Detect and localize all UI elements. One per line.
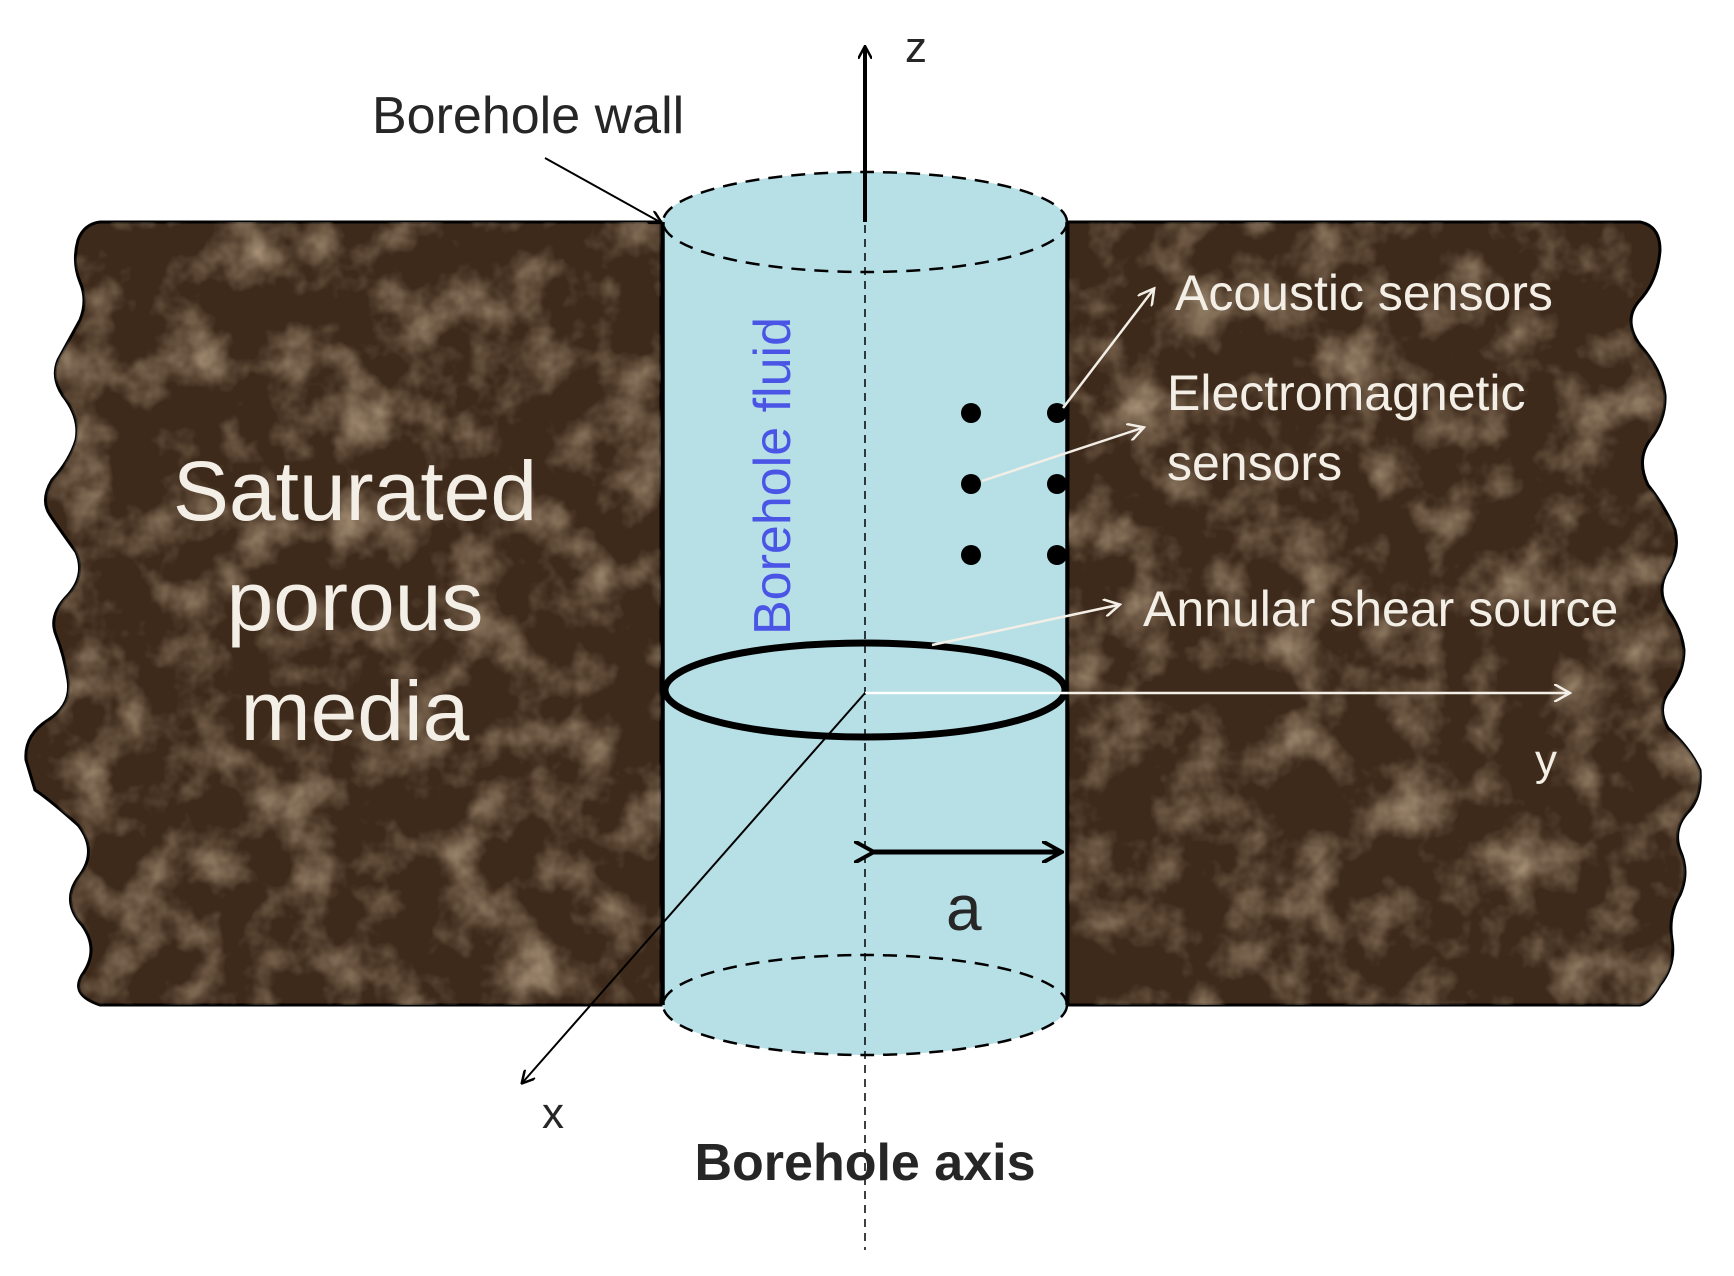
annular-shear-source-label: Annular shear source (1143, 581, 1618, 637)
y-axis-label: y (1535, 736, 1557, 785)
radius-label: a (946, 872, 982, 944)
acoustic-sensor-dot (1047, 545, 1067, 565)
borehole-wall-label: Borehole wall (372, 87, 684, 145)
right-rock-block (1066, 220, 1702, 1007)
left-rock-block (24, 220, 663, 1007)
acoustic-sensor-dot (1047, 474, 1067, 494)
acoustic-sensors-pointer (1062, 290, 1153, 409)
electromagnetic-sensors (961, 403, 981, 565)
medium-label-line2: porous (227, 554, 484, 648)
electromagnetic-sensors-pointer (981, 428, 1142, 483)
borehole-fluid-label: Borehole fluid (744, 317, 802, 635)
medium-label-line3: media (241, 664, 470, 758)
em-sensor-dot (961, 545, 981, 565)
borehole-cylinder (661, 170, 1069, 1057)
borehole-wall-pointer (544, 157, 660, 222)
z-axis-label: z (905, 23, 927, 72)
annular-source-pointer (931, 605, 1118, 647)
em-sensor-dot (961, 474, 981, 494)
electromagnetic-label-line1: Electromagnetic (1167, 365, 1526, 421)
acoustic-sensor-dot (1047, 403, 1067, 423)
em-sensor-dot (961, 403, 981, 423)
annular-shear-source-ring (661, 639, 1069, 741)
electromagnetic-label-line2: sensors (1167, 435, 1342, 491)
x-axis-label: x (542, 1089, 564, 1138)
acoustic-sensors (1047, 403, 1067, 565)
medium-label-line1: Saturated (173, 444, 537, 538)
acoustic-sensors-label: Acoustic sensors (1175, 265, 1553, 321)
borehole-axis-label: Borehole axis (694, 1134, 1035, 1192)
x-axis-arrow (523, 692, 866, 1082)
